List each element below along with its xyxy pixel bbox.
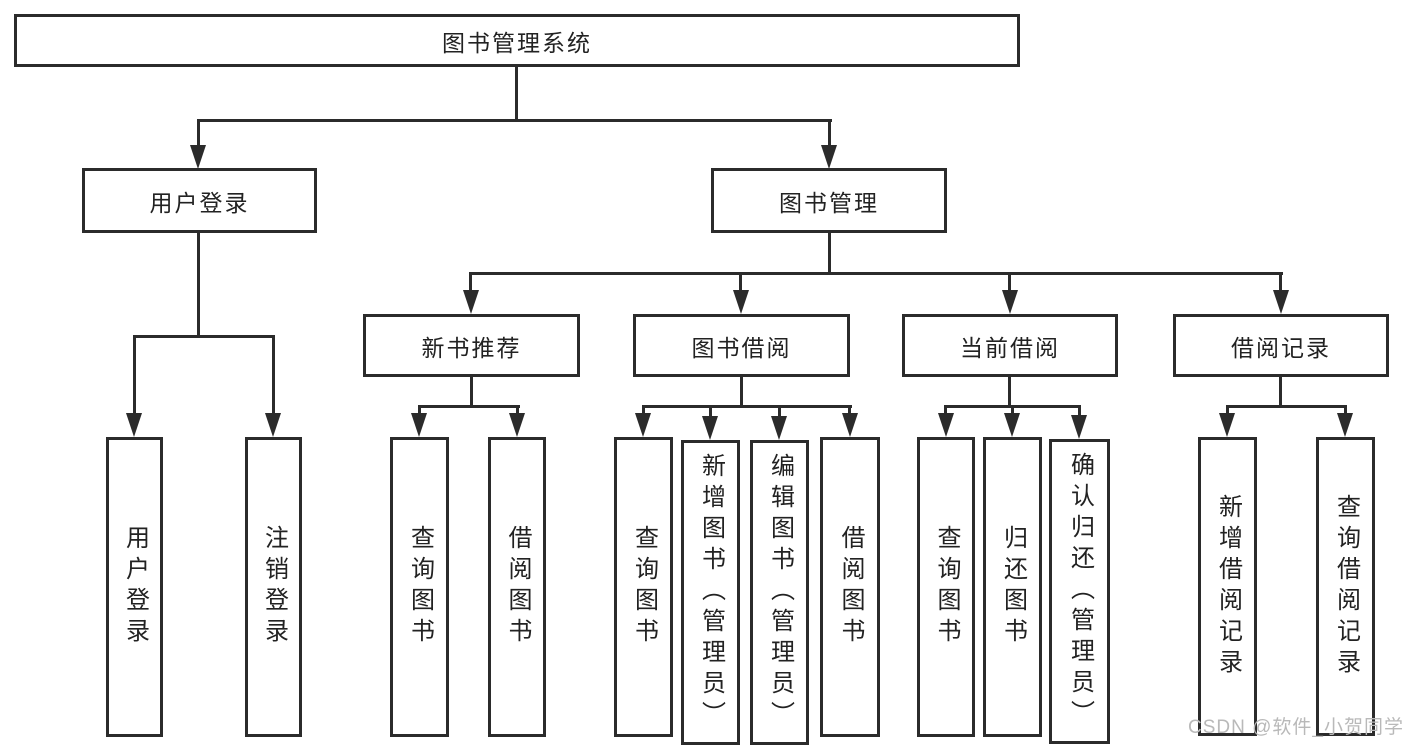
connector-line bbox=[133, 335, 275, 338]
arrow-down-icon bbox=[1002, 290, 1018, 314]
node-borrow-record: 借阅记录 bbox=[1173, 314, 1389, 377]
arrow-down-icon bbox=[265, 413, 281, 437]
connector-line bbox=[197, 119, 832, 122]
leaf-label: 编辑图书（管理员） bbox=[766, 453, 794, 732]
arrow-down-icon bbox=[126, 413, 142, 437]
connector-line bbox=[1008, 272, 1011, 292]
arrow-down-icon bbox=[411, 413, 427, 437]
leaf-label: 借阅图书 bbox=[504, 525, 531, 649]
arrow-down-icon bbox=[938, 413, 954, 437]
arrow-down-icon bbox=[771, 416, 787, 440]
leaf-label: 查询借阅记录 bbox=[1332, 493, 1360, 680]
arrow-down-icon bbox=[509, 413, 525, 437]
connector-line bbox=[828, 119, 831, 147]
arrow-down-icon bbox=[1273, 290, 1289, 314]
node-current-borrow: 当前借阅 bbox=[902, 314, 1118, 377]
connector-line bbox=[469, 272, 472, 292]
connector-line bbox=[418, 405, 520, 408]
arrow-down-icon bbox=[1337, 413, 1353, 437]
connector-line bbox=[944, 405, 947, 417]
node-new-book-recommend: 新书推荐 bbox=[363, 314, 580, 377]
connector-line bbox=[1008, 377, 1011, 405]
leaf-return-book: 归还图书 bbox=[983, 437, 1042, 737]
connector-line bbox=[515, 67, 518, 120]
connector-line bbox=[469, 272, 1283, 275]
leaf-add-borrow-record: 新增借阅记录 bbox=[1198, 437, 1257, 736]
connector-line bbox=[828, 233, 831, 272]
connector-line bbox=[778, 405, 781, 419]
leaf-label: 查询图书 bbox=[406, 525, 434, 649]
connector-line bbox=[709, 405, 712, 419]
connector-line bbox=[197, 119, 200, 147]
leaf-borrow-book: 借阅图书 bbox=[820, 437, 880, 737]
leaf-query-book-current: 查询图书 bbox=[917, 437, 975, 737]
connector-line bbox=[133, 335, 136, 415]
node-label: 图书管理 bbox=[779, 189, 879, 216]
node-label: 图书借阅 bbox=[691, 334, 792, 361]
connector-line bbox=[418, 405, 421, 417]
arrow-down-icon bbox=[733, 290, 749, 314]
connector-line bbox=[470, 377, 473, 405]
node-label: 借阅记录 bbox=[1231, 334, 1331, 361]
arrow-down-icon bbox=[702, 416, 718, 440]
connector-line bbox=[197, 233, 200, 335]
leaf-label: 借阅图书 bbox=[837, 525, 864, 649]
leaf-label: 注销登录 bbox=[260, 525, 288, 649]
node-user-login: 用户登录 bbox=[82, 168, 317, 233]
node-label: 用户登录 bbox=[149, 189, 250, 216]
leaf-label: 确认归还（管理员） bbox=[1066, 452, 1094, 731]
node-label: 图书管理系统 bbox=[442, 29, 592, 56]
connector-line bbox=[642, 405, 645, 417]
leaf-query-borrow-record: 查询借阅记录 bbox=[1316, 437, 1375, 736]
node-label: 当前借阅 bbox=[960, 334, 1060, 361]
watermark: CSDN @软件_小贺同学 bbox=[1188, 717, 1404, 738]
connector-line bbox=[272, 335, 275, 415]
connector-line bbox=[1344, 405, 1347, 417]
leaf-label: 新增图书（管理员） bbox=[697, 453, 725, 732]
leaf-label: 用户登录 bbox=[121, 525, 149, 649]
leaf-query-book-recommend: 查询图书 bbox=[390, 437, 449, 737]
arrow-down-icon bbox=[463, 290, 479, 314]
connector-line bbox=[642, 405, 852, 408]
connector-line bbox=[1279, 377, 1282, 405]
connector-line bbox=[516, 405, 519, 417]
node-book-management: 图书管理 bbox=[711, 168, 947, 233]
leaf-label: 查询图书 bbox=[933, 525, 960, 649]
leaf-label: 新增借阅记录 bbox=[1214, 493, 1242, 680]
leaf-user-login: 用户登录 bbox=[106, 437, 163, 737]
connector-line bbox=[1078, 405, 1081, 418]
connector-line bbox=[848, 405, 851, 417]
node-root: 图书管理系统 bbox=[14, 14, 1020, 67]
connector-line bbox=[1011, 405, 1014, 417]
arrow-down-icon bbox=[1071, 415, 1087, 439]
connector-line bbox=[1279, 272, 1282, 292]
arrow-down-icon bbox=[635, 413, 651, 437]
leaf-logout: 注销登录 bbox=[245, 437, 302, 737]
leaf-label: 查询图书 bbox=[630, 525, 658, 649]
arrow-down-icon bbox=[1004, 413, 1020, 437]
connector-line bbox=[1226, 405, 1229, 417]
connector-line bbox=[740, 377, 743, 405]
arrow-down-icon bbox=[190, 145, 206, 169]
leaf-label: 归还图书 bbox=[999, 525, 1027, 649]
leaf-edit-book-admin: 编辑图书（管理员） bbox=[750, 440, 809, 745]
arrow-down-icon bbox=[1219, 413, 1235, 437]
arrow-down-icon bbox=[842, 413, 858, 437]
arrow-down-icon bbox=[821, 145, 837, 169]
connector-line bbox=[1226, 405, 1347, 408]
leaf-confirm-return-admin: 确认归还（管理员） bbox=[1049, 439, 1110, 744]
leaf-add-book-admin: 新增图书（管理员） bbox=[681, 440, 740, 745]
connector-line bbox=[739, 272, 742, 292]
node-label: 新书推荐 bbox=[421, 334, 522, 361]
leaf-query-book-borrow: 查询图书 bbox=[614, 437, 673, 737]
leaf-borrow-book-recommend: 借阅图书 bbox=[488, 437, 546, 737]
node-book-borrow: 图书借阅 bbox=[633, 314, 850, 377]
